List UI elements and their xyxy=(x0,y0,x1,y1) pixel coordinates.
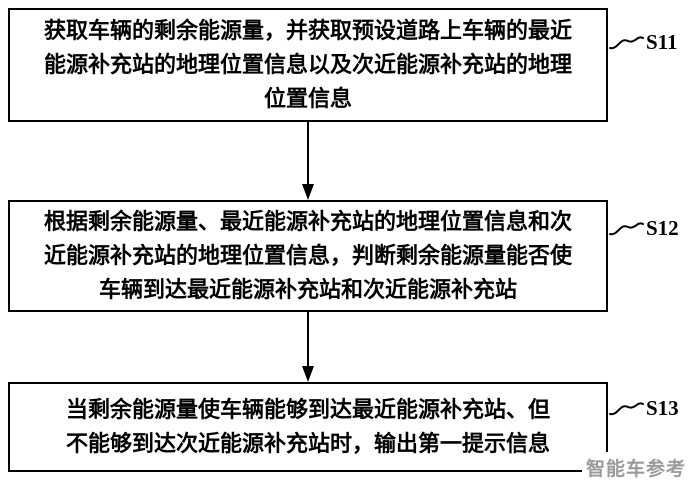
flow-step-2-text: 根据剩余能源量、最近能源补充站的地理位置信息和次 近能源补充站的地理位置信息，判… xyxy=(43,209,572,302)
leader-squiggle-icon xyxy=(609,401,644,415)
step-label-s13: S13 xyxy=(608,396,698,421)
flow-step-1-box: 获取车辆的剩余能源量，并获取预设道路上车辆的最近 能源补充站的地理位置信息以及次… xyxy=(8,8,608,122)
leader-squiggle-icon xyxy=(609,35,644,49)
arrow-down-1 xyxy=(302,122,314,200)
step-label-s11-text: S11 xyxy=(646,30,678,54)
step-label-s11: S11 xyxy=(608,30,698,55)
watermark: 智能车参考 xyxy=(582,452,691,483)
flow-step-2-box: 根据剩余能源量、最近能源补充站的地理位置信息和次 近能源补充站的地理位置信息，判… xyxy=(8,200,608,312)
step-label-s13-text: S13 xyxy=(646,396,679,420)
flow-step-3-text: 当剩余能源量使车辆能够到达最近能源补充站、但 不能够到达次近能源补充站时，输出第… xyxy=(65,397,550,456)
flow-step-1-text: 获取车辆的剩余能源量，并获取预设道路上车辆的最近 能源补充站的地理位置信息以及次… xyxy=(43,18,572,111)
step-label-s12: S12 xyxy=(608,216,698,241)
flow-step-3-box: 当剩余能源量使车辆能够到达最近能源补充站、但 不能够到达次近能源补充站时，输出第… xyxy=(8,382,608,472)
leader-squiggle-icon xyxy=(609,221,644,235)
step-label-s12-text: S12 xyxy=(646,216,679,240)
arrow-down-2 xyxy=(302,312,314,382)
